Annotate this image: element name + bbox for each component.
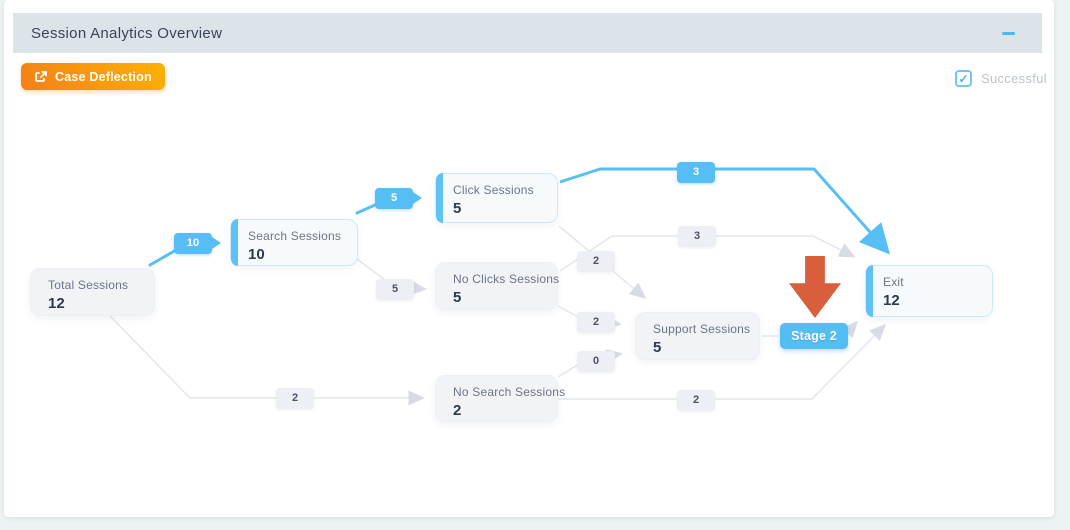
successful-label: Successful: [981, 71, 1047, 86]
node-search-sessions[interactable]: Search Sessions 10: [230, 219, 358, 266]
stage-2-button[interactable]: Stage 2: [780, 323, 848, 349]
panel-header: Session Analytics Overview: [13, 13, 1042, 53]
node-value: 5: [453, 289, 462, 306]
node-total-sessions[interactable]: Total Sessions 12: [30, 268, 155, 316]
successful-filter: ✓ Successful: [955, 70, 1047, 87]
edge-nosearch-exit: [558, 323, 887, 400]
node-support-sessions[interactable]: Support Sessions 5: [635, 312, 760, 360]
node-label: Click Sessions: [453, 183, 534, 197]
node-exit[interactable]: Exit 12: [865, 265, 993, 317]
node-click-sessions[interactable]: Click Sessions 5: [435, 173, 558, 223]
node-value: 5: [653, 339, 662, 356]
check-icon: ✓: [958, 71, 969, 86]
edge-label-nosearch-exit: 2: [677, 390, 715, 411]
edge-label-search-noclicks: 5: [376, 279, 414, 300]
edge-label-noclicks-exit: 3: [678, 226, 716, 247]
panel-title: Session Analytics Overview: [31, 24, 223, 42]
edge-label-total-search: 10: [174, 233, 221, 254]
edge-label-nosearch-support: 0: [577, 351, 615, 372]
node-accent-bar: [866, 265, 873, 317]
node-label: Search Sessions: [248, 229, 342, 243]
node-value: 2: [453, 402, 462, 419]
node-label: Support Sessions: [653, 322, 751, 336]
edge-label-click-support: 2: [577, 251, 615, 272]
case-deflection-button[interactable]: Case Deflection: [21, 63, 165, 90]
node-no-clicks-sessions[interactable]: No Clicks Sessions 5: [435, 262, 560, 310]
external-link-icon: [34, 70, 48, 84]
node-value: 12: [883, 292, 900, 309]
node-value: 10: [248, 246, 265, 263]
collapse-button[interactable]: [998, 23, 1018, 43]
node-accent-bar: [436, 173, 443, 223]
edge-label-total-nosearch: 2: [276, 388, 314, 409]
successful-checkbox[interactable]: ✓: [955, 70, 972, 87]
node-value: 12: [48, 295, 65, 312]
node-value: 5: [453, 200, 462, 217]
session-analytics-card: Session Analytics Overview Case Deflecti…: [4, 0, 1054, 517]
node-label: No Search Sessions: [453, 385, 566, 399]
minus-icon: [1001, 31, 1015, 35]
node-accent-bar: [231, 219, 238, 266]
node-label: Total Sessions: [48, 278, 129, 292]
node-label: Exit: [883, 275, 904, 289]
node-label: No Clicks Sessions: [453, 272, 560, 286]
edge-label-noclicks-support: 2: [577, 312, 615, 333]
case-deflection-label: Case Deflection: [55, 69, 152, 84]
node-no-search-sessions[interactable]: No Search Sessions 2: [435, 375, 566, 422]
edge-label-click-exit: 3: [677, 162, 715, 183]
edge-total-nosearch: [109, 315, 425, 406]
edge-stage2-exit: [841, 320, 858, 339]
edge-label-search-click: 5: [375, 188, 422, 209]
